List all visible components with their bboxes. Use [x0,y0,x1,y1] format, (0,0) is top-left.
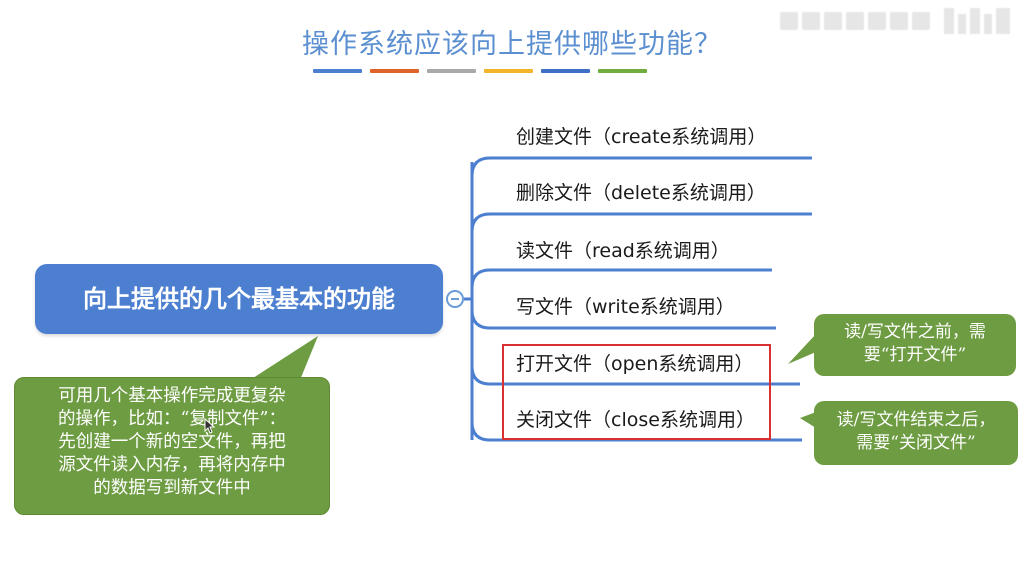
note-line: 可用几个基本操作完成更复杂 [58,386,286,406]
collapse-toggle-icon[interactable] [446,290,464,308]
connector-branch-6 [470,421,802,442]
branch-close-file[interactable]: 关闭文件（close系统调用） [516,409,755,431]
title-underline-bars [313,69,647,73]
connector-branch-5 [470,365,800,386]
title-bar [313,69,362,73]
title-bar [370,69,419,73]
central-node[interactable]: 向上提供的几个最基本的功能 [35,264,443,334]
title-bar [541,69,590,73]
connector-branch-3 [470,268,772,289]
title-bar [484,69,533,73]
branch-write-file[interactable]: 写文件（write系统调用） [516,296,735,318]
branch-open-file[interactable]: 打开文件（open系统调用） [516,353,754,375]
note-line: 读/写文件结束之后， [836,410,996,430]
branch-create-file[interactable]: 创建文件（create系统调用） [516,126,767,148]
note-line: 的数据写到新文件中 [93,478,251,498]
note-line: 要“打开文件” [863,345,967,365]
bubble-tail-close [800,412,816,428]
branch-delete-file[interactable]: 删除文件（delete系统调用） [516,182,766,204]
title-bar [427,69,476,73]
note-open-file: 读/写文件之前，需 要“打开文件” [814,314,1016,376]
note-line: 源文件读入内存，再将内存中 [58,455,286,475]
page-title: 操作系统应该向上提供哪些功能？ [302,29,722,60]
bubble-tail-open [788,334,816,364]
watermark-logo [780,8,1010,34]
note-line: 需要“关闭文件” [856,433,976,453]
note-line: 的操作，比如：“复制文件”： [58,409,286,429]
connector-branch-4 [470,309,776,330]
connector-branch-2 [470,212,812,233]
mouse-cursor-icon [204,418,216,434]
note-close-file: 读/写文件结束之后， 需要“关闭文件” [814,401,1018,465]
note-line: 先创建一个新的空文件，再把 [58,432,286,452]
title-bar [598,69,647,73]
connector-branch-1 [470,156,812,177]
note-copy-example: 可用几个基本操作完成更复杂 的操作，比如：“复制文件”： 先创建一个新的空文件，… [14,377,330,515]
branch-read-file[interactable]: 读文件（read系统调用） [516,240,730,262]
note-line: 读/写文件之前，需 [844,322,986,342]
bubble-tail-left [250,336,318,380]
open-close-highlight-box [502,344,771,440]
